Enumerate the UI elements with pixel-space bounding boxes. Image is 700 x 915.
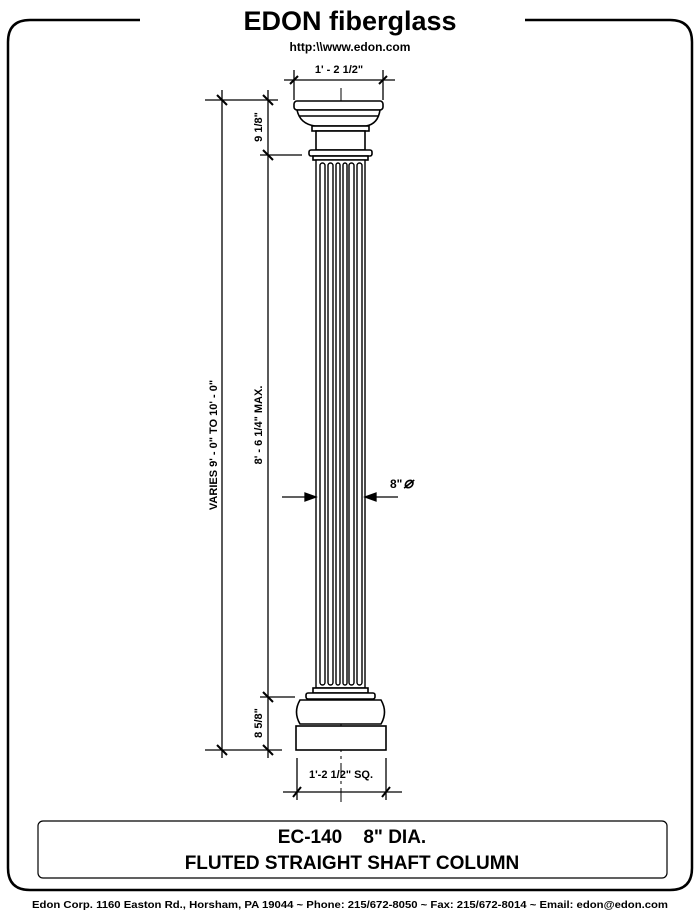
diameter-label: 8"⌀ xyxy=(390,475,415,492)
capital-width-dimension xyxy=(284,70,395,100)
shaft-height-label: 8' - 6 1/4" MAX. xyxy=(253,386,265,465)
model-number: EC-140 8" DIA. xyxy=(278,827,426,848)
column-capital xyxy=(293,100,384,161)
base-width-dimension xyxy=(283,758,402,800)
height-dimensions xyxy=(205,90,302,758)
diameter-arrows xyxy=(282,492,398,502)
capital-height-label: 9 1/8" xyxy=(253,112,265,142)
page-frame xyxy=(6,18,694,892)
fluted-shaft xyxy=(315,159,366,689)
footer-contact: Edon Corp. 1160 Easton Rd., Horsham, PA … xyxy=(32,899,668,911)
product-name: FLUTED STRAIGHT SHAFT COLUMN xyxy=(185,853,520,874)
column-base xyxy=(295,687,387,751)
title-block xyxy=(37,820,668,879)
base-height-label: 8 5/8" xyxy=(253,708,265,738)
website-url[interactable]: http:\\www.edon.com xyxy=(290,40,411,54)
capital-width-label: 1' - 2 1/2" xyxy=(315,64,363,76)
base-width-label: 1'-2 1/2" SQ. xyxy=(309,769,373,781)
brand-title: EDON fiberglass xyxy=(243,6,456,36)
overall-height-label: VARIES 9' - 0" TO 10' - 0" xyxy=(208,380,220,510)
